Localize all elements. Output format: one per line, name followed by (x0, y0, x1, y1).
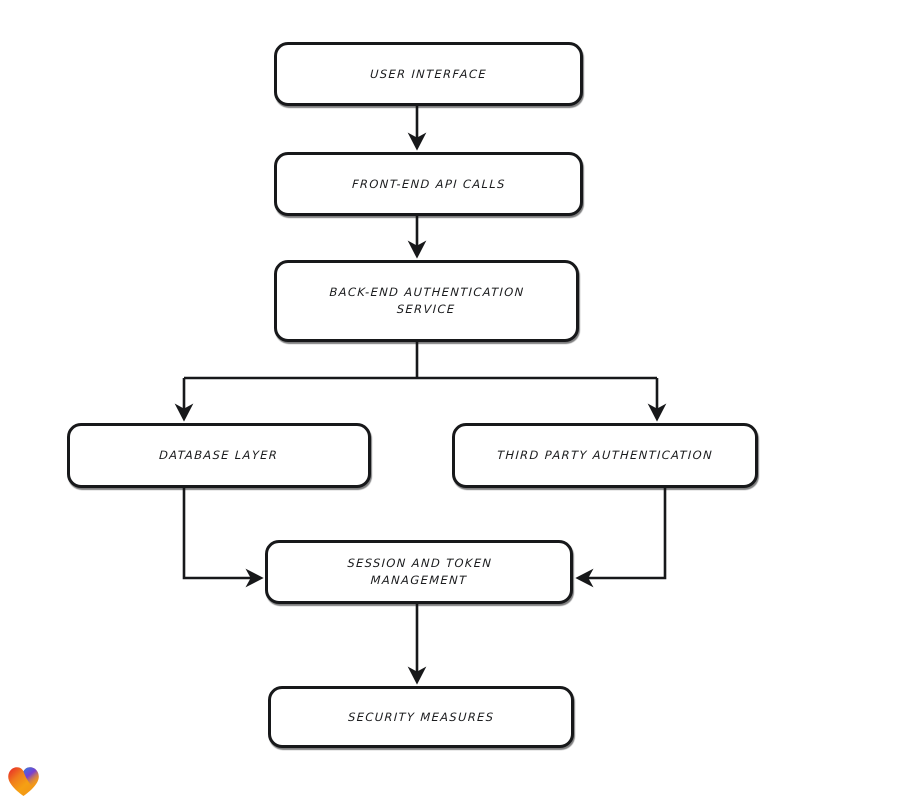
node-security-measures[interactable]: Security Measures (268, 686, 574, 748)
heart-icon (8, 767, 39, 796)
node-third-party-authentication[interactable]: Third Party Authentication (452, 423, 758, 488)
node-label-database-layer: Database Layer (159, 448, 279, 462)
node-label-backend-authentication-service: Back-End Authentication Service (329, 285, 525, 316)
node-label-third-party-authentication: Third Party Authentication (496, 448, 714, 462)
edge-database-layer-to-session-token (182, 488, 264, 588)
node-label-security-measures: Security Measures (347, 709, 495, 724)
node-backend-authentication-service[interactable]: Back-End Authentication Service (274, 260, 579, 342)
edge-third-party-auth-to-session-token (575, 488, 667, 588)
node-label-session-and-token-management: Session and Token Management (346, 556, 493, 587)
node-session-and-token-management[interactable]: Session and Token Management (265, 540, 573, 604)
node-frontend-api-calls[interactable]: Front-End API Calls (274, 152, 583, 216)
node-database-layer[interactable]: Database Layer (67, 423, 371, 488)
node-label-frontend-api-calls: Front-End API Calls (351, 176, 506, 191)
node-label-user-interface: User Interface (369, 66, 488, 81)
node-user-interface[interactable]: User Interface (274, 42, 583, 106)
